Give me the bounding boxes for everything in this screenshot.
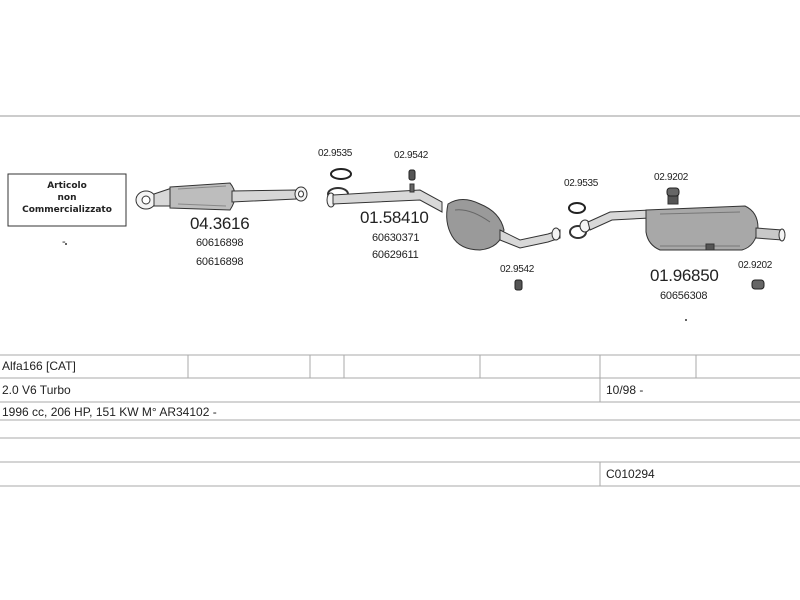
notice-dash: - xyxy=(62,236,66,248)
part-ref: 60616898 xyxy=(196,237,244,249)
gasket-parts xyxy=(330,168,765,291)
info-table-grid xyxy=(0,354,800,487)
notice-box xyxy=(7,173,127,227)
part-ref: 60629611 xyxy=(372,249,419,261)
rear-silencer-illustration xyxy=(569,195,786,251)
gasket-code: 02.9542 xyxy=(500,264,535,275)
gasket-code: 02.9535 xyxy=(318,148,353,159)
notice-box-text: Articolo non Commercializzato xyxy=(8,180,126,216)
part-ref: 60630371 xyxy=(372,232,420,244)
vehicle-date: 10/98 - xyxy=(606,383,644,397)
middle-silencer-illustration xyxy=(326,183,561,251)
part-code: 01.96850 xyxy=(650,266,719,285)
vehicle-engine: 2.0 V6 Turbo xyxy=(2,383,71,397)
gasket-code: 02.9202 xyxy=(738,260,773,271)
gasket-code: 02.9202 xyxy=(654,172,689,183)
part-ref: 60656308 xyxy=(660,290,708,302)
vehicle-model: Alfa166 [CAT] xyxy=(2,359,76,373)
notice-line: Articolo xyxy=(47,181,87,191)
catalog-code: C010294 xyxy=(606,467,655,481)
notice-line: Commercializzato xyxy=(22,205,112,215)
notice-line: non xyxy=(57,193,77,203)
part-ref: 60616898 xyxy=(196,256,244,268)
vehicle-specs: 1996 cc, 206 HP, 151 KW M° AR34102 - xyxy=(2,405,217,419)
gasket-code: 02.9535 xyxy=(564,178,599,189)
front-pipe-illustration xyxy=(135,182,308,211)
part-code: 04.3616 xyxy=(190,214,250,233)
part-code: 01.58410 xyxy=(360,208,429,227)
gasket-code: 02.9542 xyxy=(394,150,429,161)
